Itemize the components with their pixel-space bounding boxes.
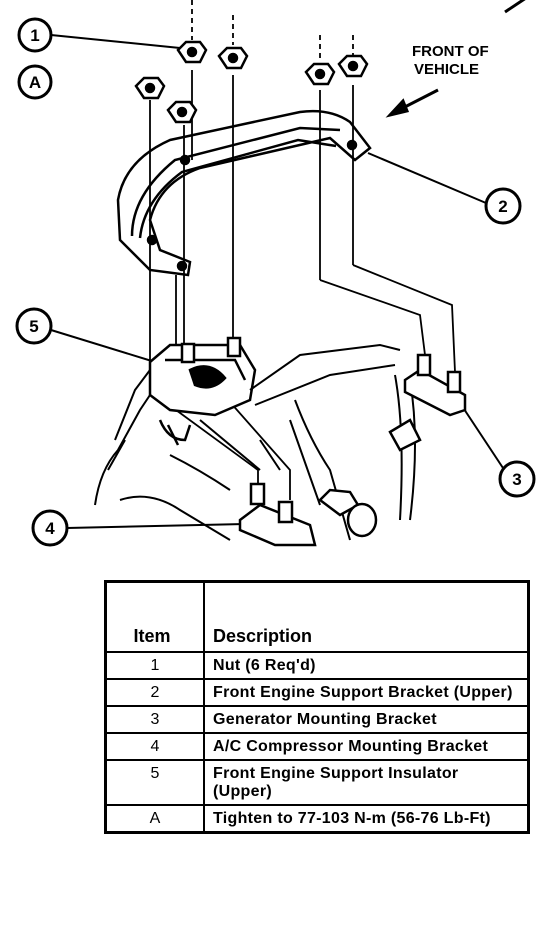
svg-text:5: 5: [29, 317, 38, 336]
table-row: 2 Front Engine Support Bracket (Upper): [104, 678, 530, 707]
table-header-row: Item Description: [104, 580, 530, 653]
bolt-guide-lines: [149, 0, 456, 500]
svg-text:2: 2: [498, 197, 507, 216]
callout-1: 1: [17, 17, 53, 53]
callout-2: 2: [484, 187, 522, 225]
leader-5: [50, 329, 156, 363]
leader-4: [66, 523, 246, 529]
header-description: Description: [203, 580, 530, 653]
row-description: Nut (6 Req'd): [203, 651, 530, 680]
upper-engine-support-bracket: [116, 109, 372, 277]
row-item: 1: [104, 651, 205, 680]
callout-5: 5: [15, 307, 53, 345]
row-item: 5: [104, 759, 205, 806]
leader-1: [50, 34, 181, 49]
callout-4: 4: [31, 509, 69, 547]
front-of-vehicle-label-line2: VEHICLE: [414, 61, 479, 78]
leader-3: [461, 405, 504, 469]
table-row: 3 Generator Mounting Bracket: [104, 705, 530, 734]
row-description: Tighten to 77-103 N-m (56-76 Lb-Ft): [203, 804, 530, 834]
row-item: 4: [104, 732, 205, 761]
ac-compressor-mounting-bracket: [238, 482, 378, 547]
callout-a: A: [17, 64, 53, 100]
svg-text:4: 4: [45, 519, 55, 538]
row-description: Front Engine Support Insulator (Upper): [203, 759, 530, 806]
row-description: Generator Mounting Bracket: [203, 705, 530, 734]
hex-nut-icon: [176, 40, 208, 64]
engine-support-insulator: [148, 336, 257, 446]
row-description: A/C Compressor Mounting Bracket: [203, 732, 530, 761]
svg-text:1: 1: [30, 26, 39, 45]
svg-text:A: A: [29, 73, 41, 92]
row-item: 2: [104, 678, 205, 707]
front-of-vehicle-label-line1: FRONT OF: [412, 43, 489, 60]
row-item: A: [104, 804, 205, 834]
hex-nut-icon: [134, 76, 166, 100]
exploded-view-diagram: 1 A 2 3 4 5 FRONT OF VEHICLE: [15, 0, 536, 547]
row-item: 3: [104, 705, 205, 734]
generator-mounting-bracket: [388, 353, 467, 452]
table-row: 5 Front Engine Support Insulator (Upper): [104, 759, 530, 806]
table-row: 1 Nut (6 Req'd): [104, 651, 530, 680]
header-item: Item: [104, 580, 205, 653]
callout-3: 3: [498, 460, 536, 498]
table-row: 4 A/C Compressor Mounting Bracket: [104, 732, 530, 761]
svg-text:3: 3: [512, 470, 521, 489]
hex-nut-icon: [166, 100, 198, 124]
row-description: Front Engine Support Bracket (Upper): [203, 678, 530, 707]
hex-nut-icon: [337, 54, 369, 78]
front-direction-arrow-icon: [385, 0, 526, 118]
hex-nut-icon: [217, 46, 249, 70]
table-row: A Tighten to 77-103 N-m (56-76 Lb-Ft): [104, 804, 530, 834]
hex-nut-icon: [304, 62, 336, 86]
leader-2: [367, 152, 487, 204]
parts-table: Item Description 1 Nut (6 Req'd) 2 Front…: [104, 580, 530, 834]
